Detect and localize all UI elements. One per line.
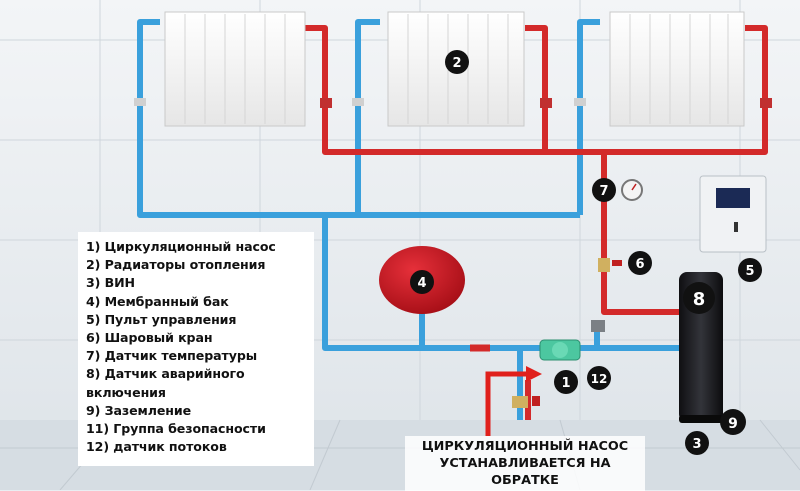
badge-9: 9 [720, 409, 746, 435]
svg-text:3: 3 [692, 437, 701, 452]
svg-text:5: 5 [745, 264, 754, 279]
legend-item: 12) датчик потоков [86, 439, 227, 455]
pump-arrow [485, 371, 528, 436]
svg-text:8: 8 [693, 289, 706, 310]
svg-text:9: 9 [728, 416, 738, 432]
badge-8: 8 [683, 282, 715, 314]
legend-item: 4) Мембранный бак [86, 293, 229, 309]
legend-item: 5) Пульт управления [86, 311, 237, 327]
svg-text:6: 6 [635, 257, 644, 272]
legend-item: 8) Датчик аварийного [86, 366, 245, 382]
legend-item: включения [86, 384, 166, 400]
legend-item: 11) Группа безопасности [86, 421, 266, 437]
svg-text:7: 7 [599, 184, 608, 199]
legend-item: 3) ВИН [86, 275, 135, 291]
pump-note: Циркуляционный насос устанавливается на … [405, 436, 645, 491]
legend-item: 2) Радиаторы отопления [86, 257, 266, 273]
svg-text:2: 2 [452, 56, 461, 71]
badge-4: 4 [410, 270, 434, 294]
legend-item: 1) Циркуляционный насос [86, 239, 276, 254]
badge-2: 2 [445, 50, 469, 74]
pump-note-line2: устанавливается на обратке [439, 456, 611, 488]
radiator-1 [164, 11, 306, 127]
ball-valve [598, 258, 610, 272]
radiator-2 [387, 11, 525, 127]
flow-sensor [591, 320, 605, 332]
legend-item: 6) Шаровый кран [86, 330, 213, 346]
svg-text:4: 4 [417, 276, 426, 291]
circulation-pump [539, 339, 581, 361]
control-panel [699, 175, 767, 253]
badge-3: 3 [685, 431, 709, 455]
legend-item: 9) Заземление [86, 402, 192, 418]
badge-7: 7 [592, 178, 616, 202]
svg-text:1: 1 [561, 376, 570, 391]
badge-12: 12 [587, 366, 611, 390]
legend-item: 7) Датчик температуры [86, 348, 258, 364]
safety-group [512, 396, 528, 408]
legend: 1) Циркуляционный насос 2) Радиаторы ото… [78, 232, 314, 466]
badge-1: 1 [554, 370, 578, 394]
badge-5: 5 [738, 258, 762, 282]
svg-text:12: 12 [591, 372, 608, 386]
badge-6: 6 [628, 251, 652, 275]
radiator-valves [134, 98, 772, 108]
pump-note-line1: Циркуляционный насос [421, 439, 629, 454]
radiator-3 [609, 11, 745, 127]
